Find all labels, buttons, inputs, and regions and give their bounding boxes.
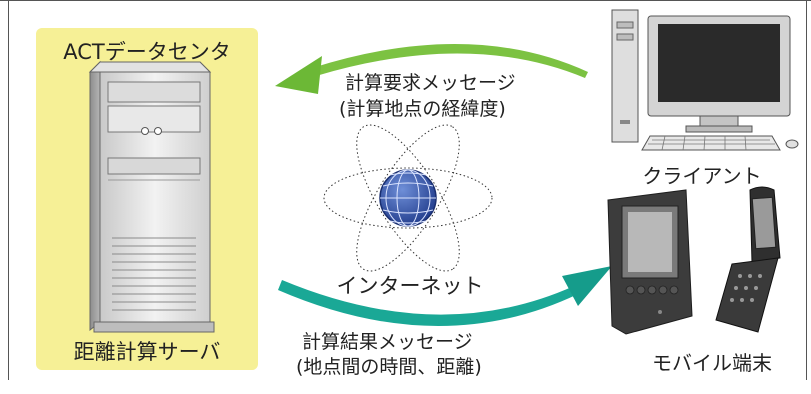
server-label: 距離計算サーバ [73, 340, 221, 364]
result-message-line2: (地点間の時間、距離) [296, 356, 482, 378]
frame-left-line [8, 0, 9, 380]
request-message-line1: 計算要求メッセージ [345, 72, 516, 94]
client-label: クライアント [642, 164, 762, 188]
data-center-title: ACTデータセンタ [63, 40, 231, 64]
frame-top-line [0, 0, 811, 1]
internet-label: インターネット [336, 274, 484, 298]
request-message-line2: (計算地点の経緯度) [339, 98, 506, 120]
frame-right-line [806, 0, 807, 380]
mobile-label: モバイル端末 [652, 351, 772, 375]
result-message-line1: 計算結果メッセージ [302, 331, 473, 353]
